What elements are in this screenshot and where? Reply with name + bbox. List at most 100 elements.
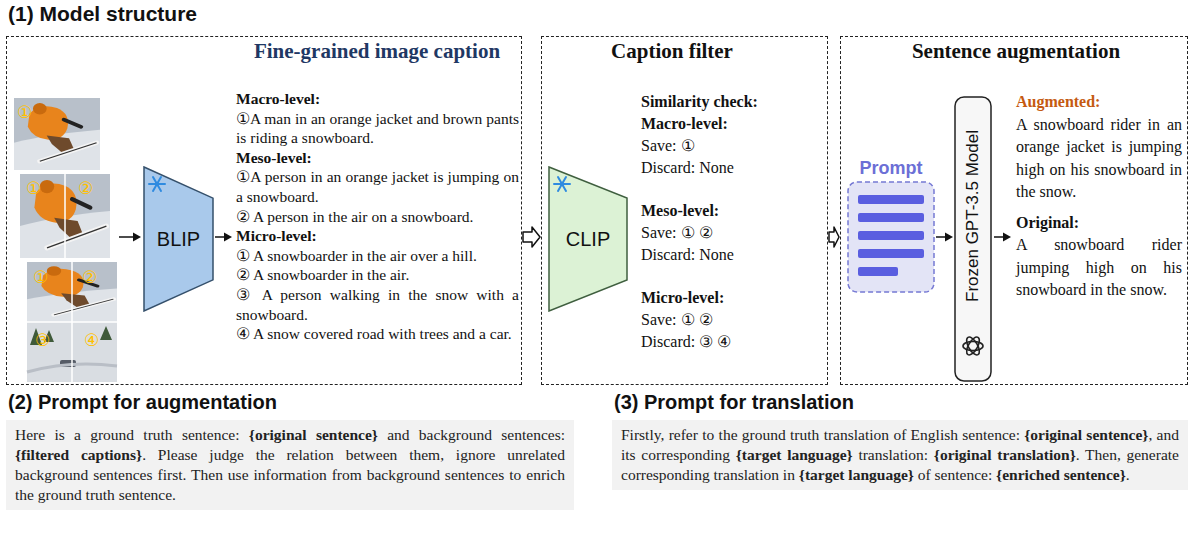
level-heading: Similarity check: (641, 91, 821, 113)
prompt-background: Firstly, refer to the ground truth trans… (612, 420, 1188, 490)
hollow-arrow (523, 227, 540, 247)
panel-title: Sentence augmentation (866, 39, 1166, 63)
label-slot: ① (26, 179, 41, 198)
level-heading: Meso-level: (641, 200, 821, 222)
caption-text: ①A man in an orange jacket and brown pan… (236, 109, 519, 148)
callout-number: ① (26, 179, 41, 198)
prompt-label: Prompt (847, 157, 935, 179)
caption-text: ① A snowboarder in the air over a hill. (236, 246, 519, 266)
prompt-text-box: (2) Prompt for augmentationHere is a gro… (6, 390, 574, 510)
label-slot: ② (78, 179, 93, 198)
dashed-panel: Fine-grained image captionMacro-level:①A… (6, 36, 522, 385)
trapezoid-shape (144, 167, 213, 311)
callout-number: ③ (35, 331, 50, 350)
text-column: Similarity check:Macro-level:Save: ①Disc… (641, 91, 821, 353)
placeholder: {target language} (799, 466, 914, 483)
snowflake-core (155, 182, 159, 186)
flow-arrow (215, 233, 232, 242)
dashed-panel: Sentence augmentationAugmented:A snowboa… (840, 36, 1188, 385)
llm-box (955, 97, 991, 381)
callout-number: ② (78, 179, 93, 198)
placeholder: {original translation} (934, 446, 1076, 463)
snowflake-stroke (558, 177, 566, 191)
snowflake-stroke (153, 177, 161, 191)
section-heading: (1) Model structure (8, 1, 197, 27)
openai-logo (964, 335, 982, 357)
callout-number: ② (82, 268, 97, 287)
title-slot: Sentence augmentation (866, 39, 1166, 63)
snowflake-stroke (558, 177, 566, 191)
dashed-panel: Caption filterSimilarity check:Macro-lev… (541, 36, 828, 385)
level-heading: Micro-level: (236, 226, 519, 246)
caption-text: ③ A person walking in the snow with a sn… (236, 285, 519, 324)
caption-text: ①A person in an orange jacket is jumping… (236, 167, 519, 206)
title-slot: Fine-grained image caption (229, 39, 525, 63)
placeholder: {enriched sentence} (996, 466, 1126, 483)
rotated-slot: Frozen GPT-3.5 Model (963, 130, 983, 302)
prompt-bar (858, 231, 924, 240)
label-slot: ① (33, 268, 48, 287)
callout-number: ① (33, 268, 48, 287)
connector (829, 227, 839, 247)
caption-text: A snowboard rider in an orange jacket is… (1016, 114, 1182, 204)
trapezoid-shape (549, 167, 627, 311)
photo-2 (20, 174, 110, 258)
panel-title: Fine-grained image caption (229, 39, 525, 63)
openai-logo (964, 335, 982, 357)
placeholder: {original sentence} (249, 426, 378, 443)
caption-text: ② A snowboarder in the air. (236, 265, 519, 285)
caption-text: Save: ① (641, 135, 821, 157)
level-heading: Macro-level: (641, 113, 821, 135)
arrow-head (945, 233, 953, 242)
connector (936, 233, 953, 242)
level-heading: Original: (1016, 212, 1182, 235)
model-block: CLIP (548, 166, 628, 312)
label-slot: ① (17, 103, 32, 122)
text-column: Augmented:A snowboard rider in an orange… (1016, 91, 1182, 302)
level-heading: Macro-level: (236, 89, 519, 109)
prompt-bar (858, 195, 924, 204)
llm-block: Frozen GPT-3.5 Model (954, 96, 992, 382)
caption-text: Save: ① ② (641, 309, 821, 331)
label-slot: (1) Model structure (8, 1, 197, 27)
prompt-text: Firstly, refer to the ground truth trans… (621, 425, 1179, 485)
caption-text: Discard: ③ ④ (641, 331, 821, 353)
connector (523, 227, 540, 247)
label-slot: ③ (35, 331, 50, 350)
prompt-box (848, 182, 934, 292)
label-slot: ② (82, 268, 97, 287)
panel-title: Caption filter (542, 39, 802, 63)
caption-text: Discard: None (641, 157, 821, 179)
photo-3 (27, 262, 117, 382)
caption-text: ② A person in the air on a snowboard. (236, 207, 519, 227)
placeholder: {filtered captions} (15, 446, 142, 463)
model-name: CLIP (566, 227, 610, 251)
snowflake-stroke (153, 177, 161, 191)
level-heading: Micro-level: (641, 287, 821, 309)
snowflake-stroke (149, 183, 165, 185)
llm-name: Frozen GPT-3.5 Model (963, 130, 983, 302)
prompt-background: Here is a ground truth sentence: {origin… (6, 420, 574, 510)
callout-number: ④ (84, 331, 99, 350)
caption-text: A snowboard rider jumping high on his sn… (1016, 234, 1182, 302)
section-heading: (2) Prompt for augmentation (8, 390, 574, 414)
callout-number: ① (17, 103, 32, 122)
title-slot: Caption filter (542, 39, 802, 63)
prompt-block: Prompt (847, 157, 935, 293)
section-heading: (3) Prompt for translation (614, 390, 1188, 414)
prompt-bar (858, 267, 898, 276)
arrow-line (936, 236, 946, 238)
text-column: Macro-level:①A man in an orange jacket a… (236, 89, 519, 344)
prompt-bar (858, 213, 924, 222)
snowflake-core (560, 182, 564, 186)
photo-1 (14, 98, 100, 170)
flow-arrow (119, 233, 141, 242)
prompt-text-box: (3) Prompt for translationFirstly, refer… (612, 390, 1188, 490)
model-name: BLIP (157, 227, 200, 251)
caption-text: ④ A snow covered road with trees and a c… (236, 324, 519, 344)
level-heading: Augmented: (1016, 91, 1182, 114)
level-heading: Meso-level: (236, 148, 519, 168)
placeholder: {target language} (736, 446, 853, 463)
flow-arrow (994, 233, 1011, 242)
